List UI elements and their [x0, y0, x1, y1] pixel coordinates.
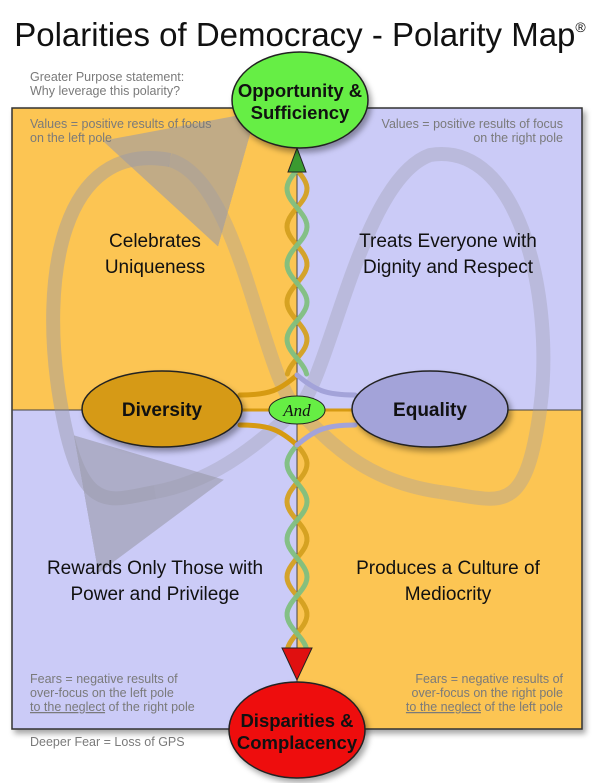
lower-left-line2: Power and Privilege [71, 584, 240, 605]
fears-left-line1: Fears = negative results of [30, 672, 178, 686]
values-right-line1: Values = positive results of focus [382, 117, 563, 131]
braid-arrow [237, 167, 358, 652]
bottom-fear-line1: Disparities & [240, 710, 353, 731]
quadrant-upper-right [297, 108, 582, 410]
and-oval [268, 395, 326, 425]
deeper-fear: Deeper Fear = Loss of GPS [30, 735, 185, 749]
arrow-down-icon [281, 647, 313, 682]
fears-right-line1: Fears = negative results of [415, 672, 563, 686]
top-goal-oval [231, 51, 369, 149]
bottom-fear-line2: Complacency [237, 732, 358, 753]
upper-right-line2: Dignity and Respect [363, 257, 534, 278]
right-pole-label: Equality [393, 400, 467, 421]
left-pole-label: Diversity [122, 400, 203, 421]
page-title: Polarities of Democracy - Polarity Map® [14, 16, 586, 53]
lower-right-line1: Produces a Culture of [356, 558, 540, 579]
upper-right-line1: Treats Everyone with [359, 231, 537, 252]
values-left-line1: Values = positive results of focus [30, 117, 211, 131]
fears-left-line3: to the neglect of the right pole [30, 700, 195, 714]
and-label: And [282, 401, 311, 420]
values-left-line2: on the left pole [30, 131, 112, 145]
upper-left-line1: Celebrates [109, 231, 201, 252]
quadrant-lower-right [297, 410, 582, 729]
greater-purpose-line1: Greater Purpose statement: [30, 70, 184, 84]
left-pole-oval [81, 370, 243, 448]
values-right-line2: on the right pole [473, 131, 563, 145]
fears-left-line2: over-focus on the left pole [30, 686, 174, 700]
top-goal-line1: Opportunity & [238, 80, 362, 101]
lower-left-line1: Rewards Only Those with [47, 558, 263, 579]
right-pole-oval [351, 370, 509, 448]
upper-left-line2: Uniqueness [105, 257, 205, 278]
arrow-up-icon [287, 146, 307, 173]
bottom-fear-oval [228, 681, 366, 779]
top-goal-line2: Sufficiency [251, 102, 350, 123]
greater-purpose-line2: Why leverage this polarity? [30, 84, 180, 98]
fears-right-line2: over-focus on the right pole [412, 686, 564, 700]
fears-right-line3: to the neglect of the left pole [406, 700, 563, 714]
lower-right-line2: Mediocrity [405, 584, 492, 605]
